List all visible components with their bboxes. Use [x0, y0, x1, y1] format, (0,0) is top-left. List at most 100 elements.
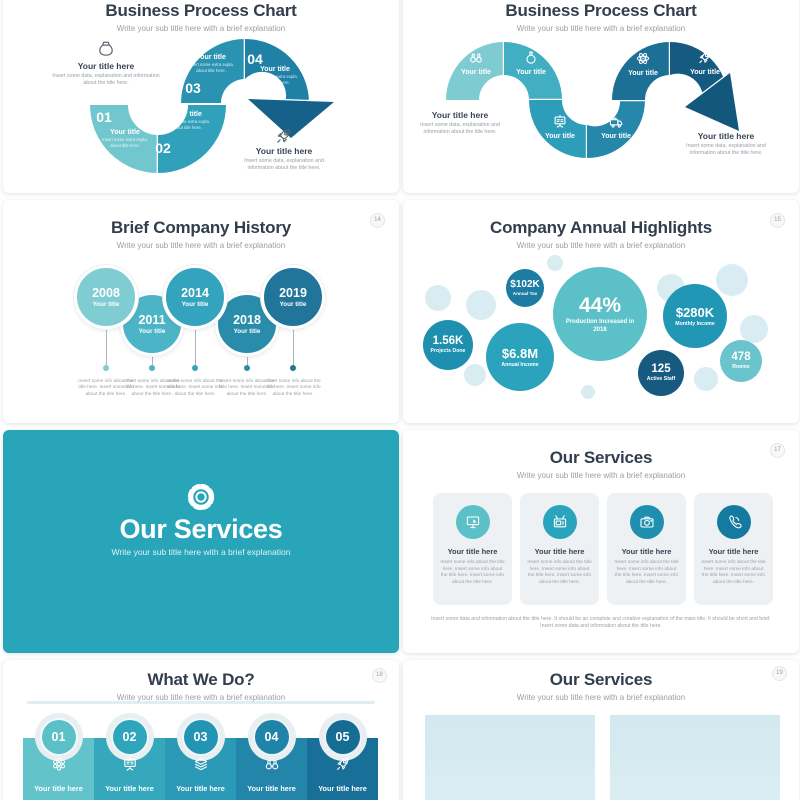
- slide-annual-highlights[interactable]: 15 Company Annual Highlights Write your …: [403, 200, 799, 423]
- service-card: Your title here Insert some info about t…: [607, 493, 686, 605]
- card-title: Your title here: [447, 547, 498, 556]
- milestone-title: Your title: [233, 328, 261, 335]
- process-column: 01 Your title here: [23, 718, 94, 800]
- card-title: Your title here: [534, 547, 585, 556]
- step-number: 02: [110, 718, 149, 756]
- phone-icon: [728, 515, 742, 529]
- presentation-board-icon: [554, 114, 566, 128]
- column-title: Your title here: [176, 784, 225, 793]
- callout-title: Your title here: [697, 131, 755, 141]
- timeline-stem: [247, 356, 248, 367]
- milestone-circle: 2019 Your title: [261, 265, 325, 329]
- slide-services-cover[interactable]: Our Services Write your sub title here w…: [3, 430, 399, 653]
- callout-title: Your title here: [431, 110, 489, 120]
- slide-title: Business Process Chart: [505, 1, 697, 20]
- camera-icon: [639, 516, 654, 528]
- process-column: 03 Your title here: [165, 718, 236, 800]
- step-title: Your title: [110, 129, 140, 136]
- money-bag-icon: [99, 41, 113, 56]
- stat-value: $102K: [510, 279, 540, 291]
- presentation-board-icon: [123, 756, 136, 771]
- layers-icon: [194, 758, 207, 771]
- milestone-circle: 2014 Your title: [163, 265, 227, 329]
- card-desc: Insert some info about the title here. I…: [527, 560, 592, 586]
- slide-business-process-wave[interactable]: Business Process Chart Write your sub ti…: [403, 0, 799, 193]
- process-column: 05 Your title here: [307, 718, 378, 800]
- cover-title: Our Services: [119, 514, 283, 544]
- stat-label: Active Staff: [646, 376, 676, 383]
- stat-value: 478: [731, 351, 751, 364]
- stat-label: Annual Income: [501, 361, 539, 368]
- decorative-bubble: [466, 290, 496, 320]
- step-number: 01: [39, 718, 78, 756]
- step-number: 04: [247, 51, 263, 67]
- column-title: Your title here: [318, 784, 367, 793]
- milestone-year: 2018: [233, 313, 261, 327]
- slide-title: Brief Company History: [110, 218, 291, 237]
- slide-number-badge: 14: [370, 213, 385, 228]
- stat-value: 1.56K: [432, 335, 464, 348]
- stat-bubble: $102K Annual Tax: [506, 269, 544, 307]
- milestone-title: Your title: [181, 301, 209, 308]
- decorative-bubble: [694, 367, 718, 391]
- slide-title: Business Process Chart: [105, 1, 297, 20]
- stat-label: Projects Done: [430, 348, 466, 355]
- slide-subtitle: Write your sub title here with a brief e…: [516, 693, 686, 702]
- image-placeholder: [425, 715, 595, 800]
- card-desc: Insert some info about the title here. I…: [701, 560, 766, 586]
- stat-value: $6.8M: [501, 345, 539, 361]
- timeline-dot: [103, 365, 109, 371]
- atom-icon: [636, 52, 650, 65]
- stat-value: $280K: [675, 304, 715, 320]
- tv-icon: [553, 515, 566, 528]
- decorative-bubble: [464, 364, 486, 386]
- step-title: Your title: [172, 111, 202, 118]
- milestone-title: Your title: [279, 301, 307, 308]
- service-card: Your title here Insert some info about t…: [520, 493, 599, 605]
- callout-desc: Insert some data, explanation and inform…: [52, 73, 160, 87]
- process-column: 02 Your title here: [94, 718, 165, 800]
- card-desc: Insert some info about the title here. I…: [614, 560, 679, 586]
- step-desc: Insert some extra expla. about title her…: [188, 62, 234, 73]
- rocket-icon: [336, 757, 349, 771]
- decorative-bubble: [740, 315, 768, 343]
- timeline-stem: [195, 329, 196, 367]
- service-card: Your title here Insert some info about t…: [694, 493, 773, 605]
- rocket-icon: [277, 129, 291, 143]
- card-title: Your title here: [708, 547, 759, 556]
- timeline-stem: [293, 329, 294, 367]
- step-title: Your title: [690, 69, 720, 76]
- milestone-circle: 2008 Your title: [74, 265, 138, 329]
- timeline-stem: [152, 356, 153, 367]
- callout-title: Your title here: [255, 146, 313, 156]
- s-curve-diagram: [88, 37, 336, 175]
- step-title: Your title: [516, 69, 546, 76]
- step-desc: Insert some extra expla. about title her…: [164, 119, 210, 130]
- gear-icon: [187, 483, 215, 511]
- stat-label: Production Increased in 2018: [565, 319, 635, 333]
- slide-company-history[interactable]: 14 Brief Company History Write your sub …: [3, 200, 399, 423]
- slide-business-process-s-curve[interactable]: Business Process Chart Write your sub ti…: [3, 0, 399, 193]
- milestone-desc: Insert some info about the title here. I…: [167, 379, 223, 397]
- slide-services-cards[interactable]: 17 Our Services Write your sub title her…: [403, 430, 799, 653]
- stat-label: Annual Tax: [512, 291, 538, 297]
- slide-services-images[interactable]: 19 Our Services Write your sub title her…: [403, 660, 799, 800]
- callout-desc: Insert some data, explanation and inform…: [420, 122, 500, 136]
- column-title: Your title here: [105, 784, 154, 793]
- slide-title: What We Do?: [147, 670, 255, 689]
- slide-subtitle: Write your sub title here with a brief e…: [516, 241, 686, 250]
- stat-bubble: $280K Monthly Income: [663, 284, 727, 348]
- milestone-desc: Insert some info about the title here. I…: [78, 379, 134, 397]
- service-card: Your title here Insert some info about t…: [433, 493, 512, 605]
- step-label: Your title Insert some extra expla. abou…: [184, 54, 238, 73]
- decorative-bubble: [425, 285, 451, 311]
- callout-title: Your title here: [77, 61, 135, 71]
- step-title: Your title: [545, 133, 575, 140]
- services-footer-text: Insert some data and information about t…: [431, 616, 771, 630]
- step-title: Your title: [601, 133, 631, 140]
- slide-what-we-do[interactable]: 18 What We Do? Write your sub title here…: [3, 660, 399, 800]
- step-number: 03: [185, 80, 201, 96]
- milestone-year: 2008: [92, 286, 120, 300]
- truck-icon: [609, 117, 623, 128]
- slide-number-badge: 18: [372, 668, 387, 683]
